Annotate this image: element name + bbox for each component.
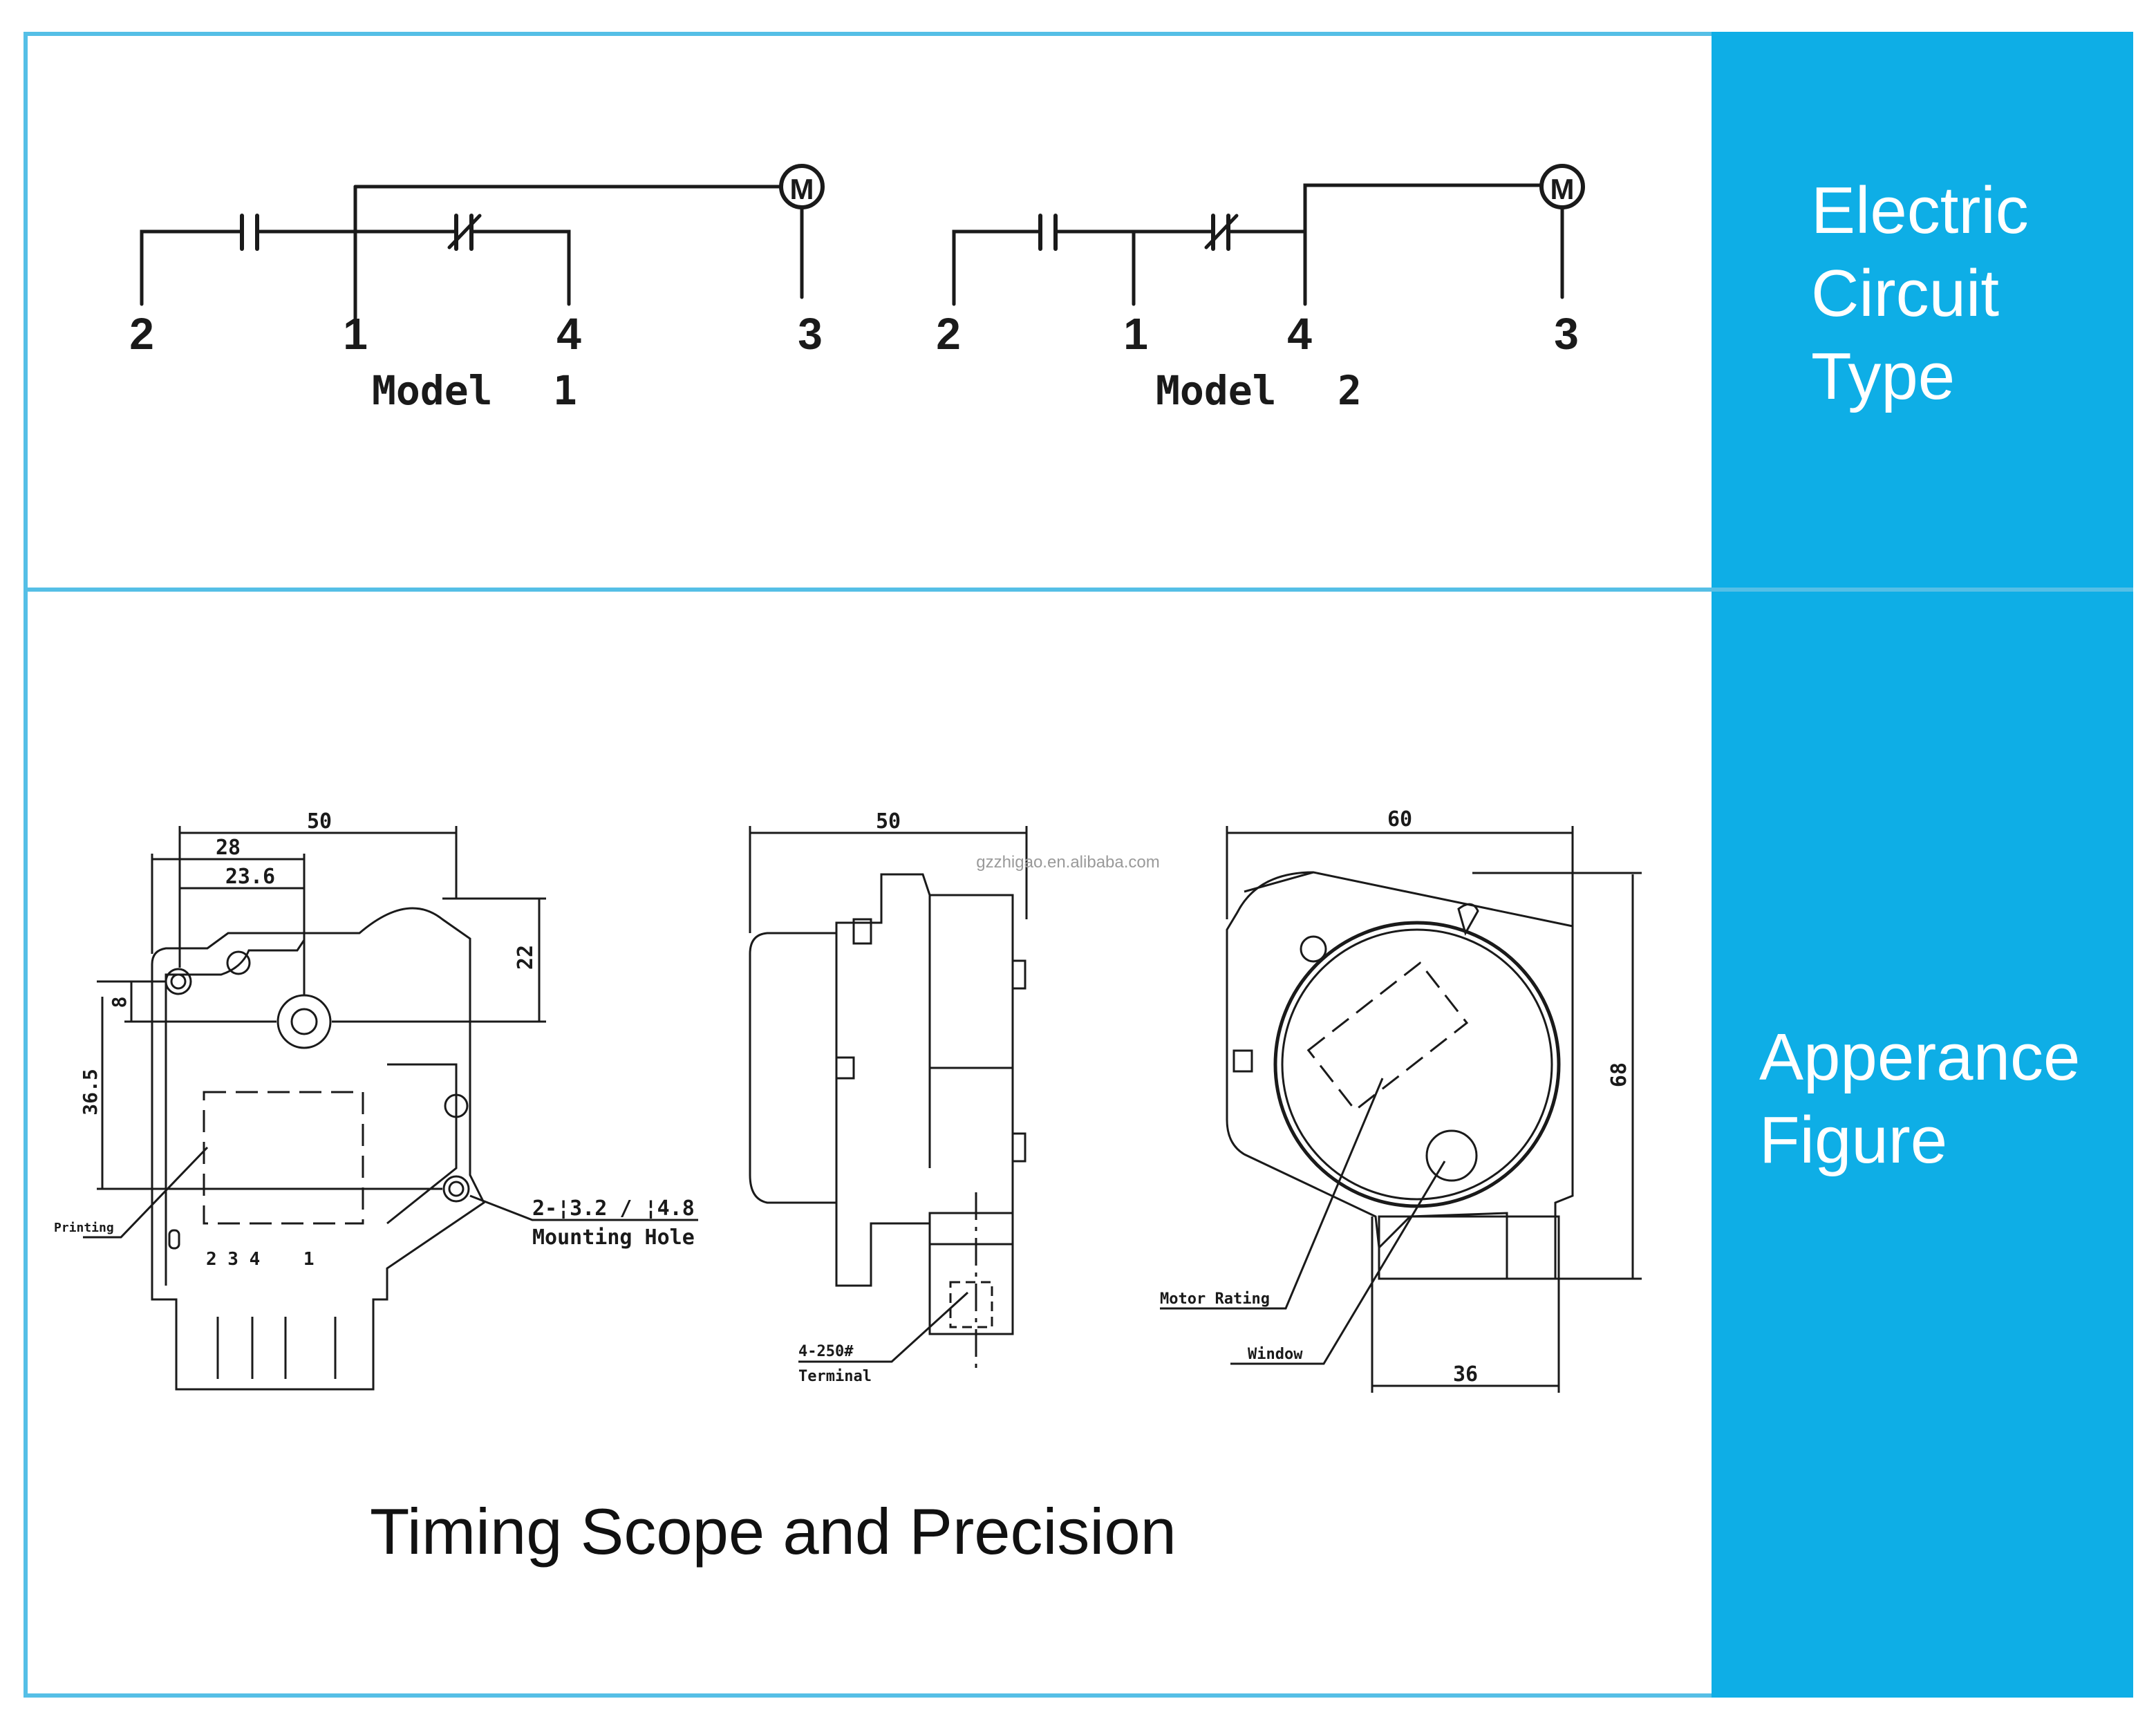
- back-hole: [1300, 935, 1327, 963]
- model-2-number: 2: [1338, 367, 1362, 414]
- motor-label: M: [790, 173, 814, 205]
- mounting-hole-label: Mounting Hole: [532, 1225, 695, 1250]
- dim-60: 60: [1387, 807, 1412, 832]
- front-hole-right: [444, 1093, 469, 1118]
- cam-shaft-outer: [276, 994, 332, 1049]
- wire: [952, 229, 1042, 306]
- circuit-model-1: [140, 164, 825, 320]
- side-motor-housing: [749, 932, 838, 1204]
- motor-rating-leader: [1160, 1078, 1384, 1310]
- terminal-numbers: 2 3 4 1: [206, 1249, 315, 1270]
- switch-slash: [447, 214, 482, 250]
- title-line: Type: [1811, 339, 1956, 413]
- dim-22: 22: [514, 945, 538, 970]
- terminal-label: 3: [798, 309, 823, 359]
- watermark: gzzhigao.en.alibaba.com: [976, 853, 1160, 872]
- model-1-number: 1: [553, 367, 577, 414]
- mounting-hole-leader: [469, 1194, 698, 1221]
- terminal-label: 4: [556, 309, 581, 359]
- mounting-hole-right: [442, 1175, 470, 1203]
- appearance-header-panel: [1712, 592, 2133, 1698]
- terminal-spec-label: 4-250#: [798, 1343, 854, 1360]
- side-tab: [1011, 959, 1027, 990]
- front-hole: [226, 950, 251, 975]
- mounting-hole-right-inner: [448, 1181, 465, 1197]
- dim-23-6: 23.6: [225, 865, 275, 889]
- terminal-slot: [949, 1281, 993, 1328]
- dim-8: 8: [108, 997, 131, 1008]
- side-tab: [852, 918, 872, 945]
- wire: [469, 229, 571, 306]
- terminal-label: 3: [1554, 309, 1579, 359]
- title-line: Apperance: [1759, 1020, 2081, 1094]
- mounting-hole-left: [165, 968, 192, 995]
- printing-label: Printing: [54, 1221, 114, 1235]
- appearance-title: Apperance Figure: [1759, 1016, 2080, 1182]
- printing-area: [203, 1091, 364, 1225]
- model-1-label: Model: [372, 367, 493, 414]
- dim-36: 36: [1453, 1362, 1478, 1387]
- front-view: [83, 826, 698, 1391]
- wire: [1303, 183, 1544, 306]
- side-body: [835, 873, 1014, 1287]
- terminal-label: 2: [129, 309, 154, 359]
- wire: [140, 229, 244, 306]
- back-body-outline: [1226, 871, 1574, 1280]
- terminal-label: 1: [1123, 309, 1148, 359]
- front-body-outline: [151, 907, 485, 1391]
- cam-shaft-inner: [290, 1008, 318, 1035]
- back-round-window: [1425, 1129, 1478, 1182]
- dim-28: 28: [216, 836, 241, 860]
- side-view: [749, 826, 1028, 1372]
- front-inner-edge: [165, 939, 306, 1286]
- motor-rating-label: Motor Rating: [1160, 1290, 1270, 1308]
- back-view: [1160, 826, 1642, 1393]
- title-line: Electric: [1811, 173, 2029, 247]
- front-inner-step: [386, 1063, 458, 1225]
- dim-50: 50: [307, 809, 332, 834]
- window-label: Window: [1248, 1346, 1303, 1363]
- back-tab: [1232, 1049, 1253, 1073]
- title-line: Figure: [1759, 1103, 1948, 1177]
- hole-spec-label: 2-¦3.2 / ¦4.8: [532, 1196, 695, 1221]
- motor-label: M: [1550, 173, 1575, 205]
- terminal-label: 2: [936, 309, 961, 359]
- electric-circuit-header-panel: [1712, 32, 2133, 588]
- back-terminal-block: [1378, 1215, 1560, 1280]
- dim-36-5: 36.5: [79, 1069, 102, 1115]
- timing-heading: Timing Scope and Precision: [370, 1495, 1177, 1568]
- front-slot: [168, 1229, 180, 1250]
- back-clip: [1457, 903, 1479, 936]
- circuit-model-2: [952, 164, 1585, 306]
- motor-window-area: [1306, 961, 1469, 1112]
- side-tab: [1011, 1132, 1027, 1163]
- title-line: Circuit: [1811, 256, 2000, 330]
- side-tab: [835, 1056, 855, 1080]
- back-edge: [1244, 871, 1314, 893]
- row-divider: [24, 588, 2133, 592]
- model-2-label: Model: [1156, 367, 1277, 414]
- dim-68: 68: [1607, 1062, 1631, 1087]
- dim-50: 50: [876, 809, 901, 834]
- terminal-label: 1: [343, 309, 368, 359]
- terminal-label: Terminal: [798, 1368, 872, 1385]
- printing-leader: [83, 1146, 209, 1239]
- mounting-hole-left-inner: [170, 973, 187, 990]
- terminal-block: [928, 1212, 1014, 1335]
- electric-circuit-title: Electric Circuit Type: [1811, 169, 2029, 418]
- switch-slash: [1204, 214, 1239, 250]
- window-leader: [1230, 1161, 1446, 1365]
- terminal-leader: [798, 1291, 969, 1363]
- terminal-label: 4: [1287, 309, 1312, 359]
- motor-inner-ring: [1281, 928, 1553, 1201]
